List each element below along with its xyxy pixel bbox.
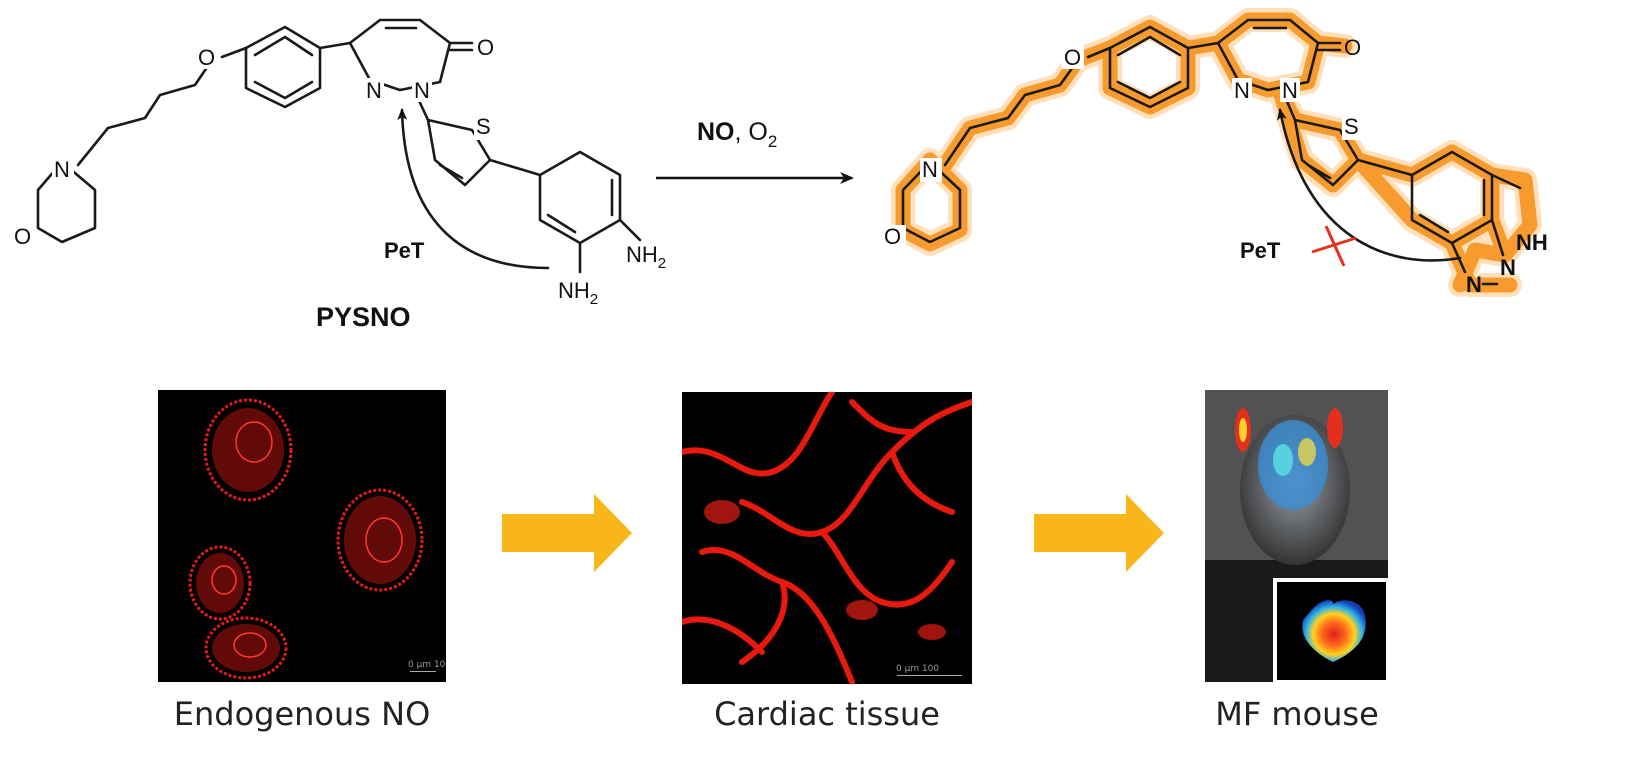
thiophene-ring [426,118,492,187]
product-thiophene-sulfur: S [1344,114,1359,139]
product-highlight [891,8,1542,297]
product-pet-arrow [1276,108,1462,262]
product-morpholine-nitrogen: N [922,157,938,182]
amino-group-b: NH2 [558,278,598,308]
cell-imaging-panel: 0 µm 10 [158,390,446,682]
product-structure: O N O O N N S NH N N PeT [884,8,1548,297]
product-ring-nitrogen-2: N [1282,78,1298,103]
morpholine-ring [36,160,97,244]
product-ring-nitrogen-1: N [1234,78,1250,103]
morpholine-oxygen: O [14,224,31,249]
ring-nitrogen-2: N [414,78,430,103]
triazole-nh: NH [1516,230,1548,255]
svg-text:NO, O2: NO, O2 [697,118,777,151]
triazole-nitrogen-a: N [1500,255,1516,280]
butyl-chain [76,58,214,167]
thiophene-sulfur: S [476,114,491,139]
reagent-no: NO [697,118,735,146]
caption-mf-mouse: MF mouse [1215,695,1379,733]
flow-arrow-2 [1034,494,1164,572]
ring-nitrogen-1: N [366,78,382,103]
flow-arrow-1 [502,494,632,572]
tissue-fluorescence-image [682,392,972,684]
pet-label: PeT [384,238,425,263]
scale-label: 0 µm 100 [896,664,940,674]
caption-endogenous-no: Endogenous NO [173,695,431,733]
diaminophenyl-ring [538,150,622,245]
reaction-arrow: NO, O2 [656,118,854,184]
mouse-whole-body-image [1205,390,1388,682]
amino-group-a: NH2 [626,242,666,272]
product-ether-oxygen: O [1064,45,1081,70]
reagent-o2: , O [735,118,768,146]
triazole-nitrogen-b: N [1466,272,1482,297]
ether-oxygen: O [198,45,215,70]
product-morpholine-oxygen: O [884,224,901,249]
reagent-o2-subscript: 2 [768,132,777,151]
tissue-imaging-panel: 0 µm 100 [682,392,972,684]
pysno-structure: O N O O N N S NH2 NH2 PeT PYSNO [14,18,666,332]
compound-name: PYSNO [316,302,411,332]
keto-oxygen: O [477,35,494,60]
scale-label: 0 µm 10 [408,660,446,670]
cell-fluorescence-image [188,398,424,680]
mouse-imaging-panel [1205,390,1388,682]
caption-cardiac-tissue: Cardiac tissue [714,695,940,733]
product-pet-label: PeT [1240,238,1281,263]
product-keto-oxygen: O [1344,35,1361,60]
pet-arrow [397,108,550,270]
phenyl-ring-1 [244,25,322,109]
morpholine-nitrogen: N [54,157,70,182]
